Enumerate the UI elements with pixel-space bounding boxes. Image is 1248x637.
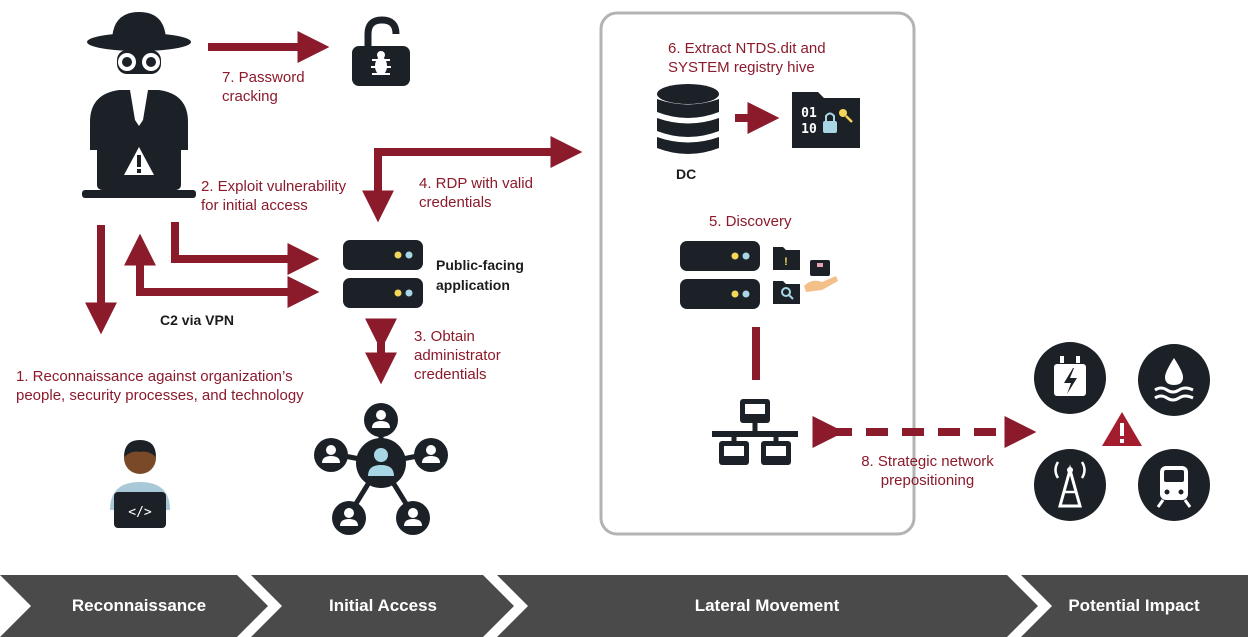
telecom-tower-icon [1034,449,1106,521]
svg-text:</>: </> [128,505,152,520]
label-step7: 7. Password cracking [222,69,305,105]
developer-icon: </> [110,440,170,528]
label-step5: 5. Discovery [709,213,792,230]
label-dc: DC [676,166,697,182]
svg-text:!: ! [784,256,788,268]
label-step2: 2. Exploit vulnerability for initial acc… [201,178,347,214]
label-step4: 4. RDP with valid credentials [419,175,533,211]
svg-text:10: 10 [801,122,817,137]
public-facing-server-icon [343,240,423,308]
label-step3: 3. Obtain administrator credentials [414,328,501,383]
svg-text:01: 01 [801,106,817,121]
label-step1: 1. Reconnaissance against organization’s… [16,368,304,404]
label-public-facing-application: Public-facing application [436,257,524,293]
label-step6: 6. Extract NTDS.dit and SYSTEM registry … [668,40,826,76]
phase-bar [0,575,1248,637]
phase-lateral-movement-shape [497,575,1038,637]
arrow-exploit [171,222,320,275]
power-plant-icon [1034,342,1106,414]
train-transport-icon [1138,449,1210,521]
phase-initial-access-shape [251,575,514,637]
label-c2-vpn: C2 via VPN [160,312,234,328]
unlocked-bug-icon [352,16,410,86]
water-utility-icon [1138,344,1210,416]
hacker-icon [82,12,196,198]
lateral-movement-box [599,11,916,536]
phase-initial-access: Initial Access [328,596,438,615]
phase-lateral-movement: Lateral Movement [694,596,840,615]
binary-folder-key-icon: 01 10 [792,92,860,148]
phase-reconnaissance: Reconnaissance [71,596,207,615]
label-step8: 8. Strategic network prepositioning [861,453,994,489]
phase-potential-impact: Potential Impact [1068,596,1200,615]
phase-potential-impact-shape [1021,575,1248,637]
discovery-server-icon [680,241,760,309]
discovery-folders-icon: ! [773,247,838,304]
phase-reconnaissance-shape [0,575,268,637]
network-switch-icon [712,399,798,465]
user-network-icon [314,403,448,535]
alert-triangle-icon [1102,412,1142,446]
database-icon [657,84,719,154]
